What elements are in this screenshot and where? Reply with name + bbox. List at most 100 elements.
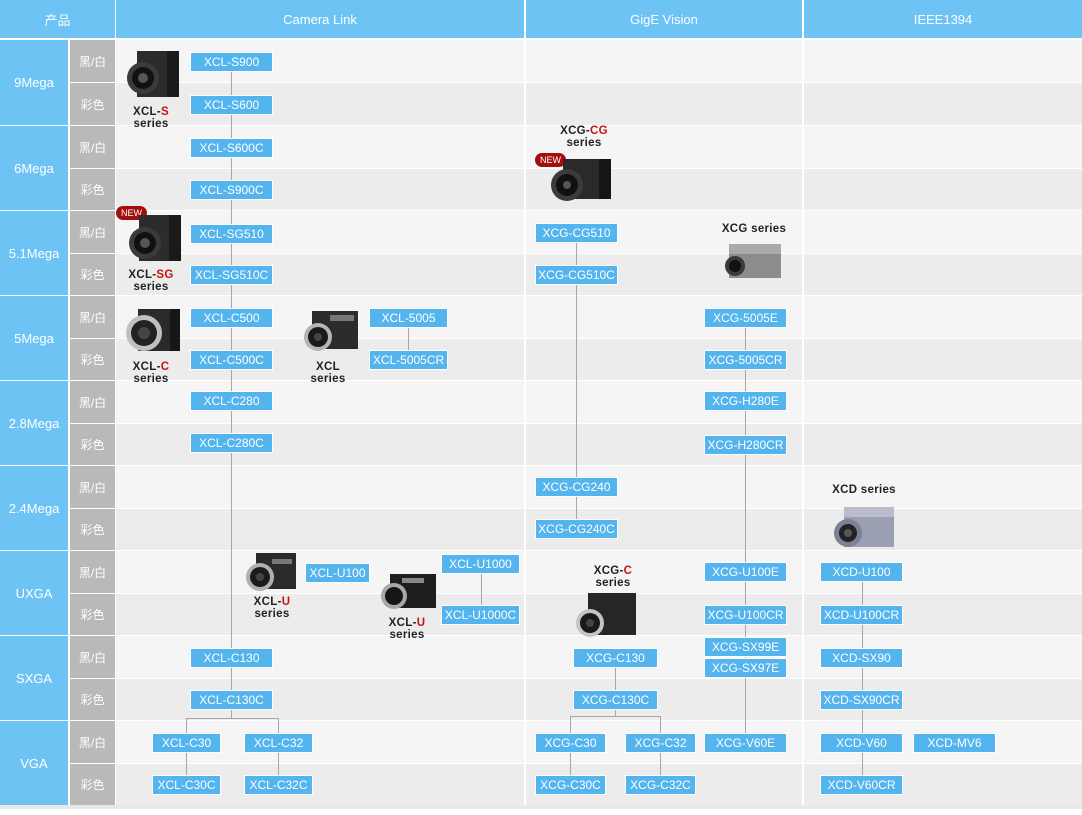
model-box-xcl-c32[interactable]: XCL-C32 <box>244 733 313 753</box>
model-box-xcd-mv6[interactable]: XCD-MV6 <box>913 733 996 753</box>
model-box-xcg-h280e[interactable]: XCG-H280E <box>704 391 787 411</box>
product-header: 产品 <box>0 0 115 38</box>
resolution-label: 2.4Mega <box>0 466 68 550</box>
model-box-xcg-c32[interactable]: XCG-C32 <box>625 733 696 753</box>
model-box-xcg-u100cr[interactable]: XCG-U100CR <box>704 605 787 625</box>
model-box-xcl-c32c[interactable]: XCL-C32C <box>244 775 313 795</box>
row-bg-5mega-color <box>116 339 1082 380</box>
model-box-xcl-u100[interactable]: XCL-U100 <box>305 563 370 583</box>
model-box-xcl-s900c[interactable]: XCL-S900C <box>190 180 273 200</box>
model-box-xcg-5005cr[interactable]: XCG-5005CR <box>704 350 787 370</box>
resolution-label: 6Mega <box>0 126 68 210</box>
model-box-xcl-c30c[interactable]: XCL-C30C <box>152 775 221 795</box>
model-box-xcl-sg510[interactable]: XCL-SG510 <box>190 224 273 244</box>
type-label-mono: 黑/白 <box>70 551 115 593</box>
model-box-xcg-cg510[interactable]: XCG-CG510 <box>535 223 618 243</box>
model-box-xcg-cg240c[interactable]: XCG-CG240C <box>535 519 618 539</box>
series-label-xcg: XCG series <box>721 223 787 235</box>
model-box-xcg-5005e[interactable]: XCG-5005E <box>704 308 787 328</box>
model-box-xcl-5005cr[interactable]: XCL-5005CR <box>369 350 448 370</box>
model-box-xcd-sx90[interactable]: XCD-SX90 <box>820 648 903 668</box>
connector-line <box>186 718 279 719</box>
column-divider <box>802 0 804 805</box>
connector-line <box>408 328 409 362</box>
connector-line <box>862 582 863 782</box>
model-box-xcg-c130c[interactable]: XCG-C130C <box>573 690 658 710</box>
new-badge: NEW <box>535 153 566 167</box>
type-label-mono: 黑/白 <box>70 126 115 168</box>
camera-image-xcd <box>834 507 894 547</box>
resolution-label: 9Mega <box>0 40 68 125</box>
resolution-label: 2.8Mega <box>0 381 68 465</box>
model-box-xcl-c30[interactable]: XCL-C30 <box>152 733 221 753</box>
series-label-xcd: XCD series <box>832 484 896 496</box>
resolution-label: VGA <box>0 721 68 805</box>
type-label-color: 彩色 <box>70 83 115 125</box>
model-box-xcg-v60e[interactable]: XCG-V60E <box>704 733 787 753</box>
model-box-xcl-sg510c[interactable]: XCL-SG510C <box>190 265 273 285</box>
model-box-xcl-c500[interactable]: XCL-C500 <box>190 308 273 328</box>
model-box-xcd-u100cr[interactable]: XCD-U100CR <box>820 605 903 625</box>
model-box-xcl-s600c[interactable]: XCL-S600C <box>190 138 273 158</box>
model-box-xcg-c30[interactable]: XCG-C30 <box>535 733 606 753</box>
bottom-shadow <box>0 805 1082 809</box>
type-label-color: 彩色 <box>70 424 115 465</box>
type-label-color: 彩色 <box>70 254 115 295</box>
camera-image-xcl-s <box>127 51 179 97</box>
type-label-color: 彩色 <box>70 594 115 635</box>
camera-image-xcg <box>725 244 781 278</box>
model-box-xcg-cg510c[interactable]: XCG-CG510C <box>535 265 618 285</box>
row-bg-28mega-color <box>116 424 1082 465</box>
type-label-mono: 黑/白 <box>70 721 115 763</box>
type-label-color: 彩色 <box>70 339 115 380</box>
model-box-xcg-sx99e[interactable]: XCG-SX99E <box>704 637 787 657</box>
type-label-mono: 黑/白 <box>70 211 115 253</box>
model-box-xcl-c280c[interactable]: XCL-C280C <box>190 433 273 453</box>
camera-image-xcl-c <box>126 309 180 351</box>
model-box-xcl-c280[interactable]: XCL-C280 <box>190 391 273 411</box>
camera-image-xcg-c <box>576 593 636 637</box>
model-box-xcg-cg240[interactable]: XCG-CG240 <box>535 477 618 497</box>
model-box-xcl-c130[interactable]: XCL-C130 <box>190 648 273 668</box>
model-box-xcl-5005[interactable]: XCL-5005 <box>369 308 448 328</box>
camera-image-xcl-u-large <box>381 574 436 609</box>
model-box-xcg-h280cr[interactable]: XCG-H280CR <box>704 435 787 455</box>
row-bg-9mega-mono <box>116 40 1082 82</box>
model-box-xcl-s600[interactable]: XCL-S600 <box>190 95 273 115</box>
type-label-color: 彩色 <box>70 509 115 550</box>
camera-image-xcl-sg <box>129 215 181 261</box>
type-label-mono: 黑/白 <box>70 296 115 338</box>
resolution-label: SXGA <box>0 636 68 720</box>
ieee1394-header: IEEE1394 <box>804 0 1082 38</box>
model-box-xcd-sx90cr[interactable]: XCD-SX90CR <box>820 690 903 710</box>
model-box-xcl-u1000[interactable]: XCL-U1000 <box>441 554 520 574</box>
model-box-xcl-c130c[interactable]: XCL-C130C <box>190 690 273 710</box>
model-box-xcl-s900[interactable]: XCL-S900 <box>190 52 273 72</box>
model-box-xcd-u100[interactable]: XCD-U100 <box>820 562 903 582</box>
model-box-xcd-v60cr[interactable]: XCD-V60CR <box>820 775 903 795</box>
connector-line <box>570 716 661 717</box>
model-box-xcg-c30c[interactable]: XCG-C30C <box>535 775 606 795</box>
type-label-color: 彩色 <box>70 169 115 210</box>
model-box-xcd-v60[interactable]: XCD-V60 <box>820 733 903 753</box>
model-box-xcl-u1000c[interactable]: XCL-U1000C <box>441 605 520 625</box>
gige-vision-header: GigE Vision <box>526 0 802 38</box>
model-box-xcg-c32c[interactable]: XCG-C32C <box>625 775 696 795</box>
row-bg-5mega-mono <box>116 296 1082 338</box>
type-label-mono: 黑/白 <box>70 466 115 508</box>
type-label-mono: 黑/白 <box>70 40 115 82</box>
connector-line <box>745 328 746 740</box>
connector-line <box>576 243 577 529</box>
model-box-xcg-c130[interactable]: XCG-C130 <box>573 648 658 668</box>
model-box-xcg-sx97e[interactable]: XCG-SX97E <box>704 658 787 678</box>
model-box-xcg-u100e[interactable]: XCG-U100E <box>704 562 787 582</box>
model-box-xcl-c500c[interactable]: XCL-C500C <box>190 350 273 370</box>
